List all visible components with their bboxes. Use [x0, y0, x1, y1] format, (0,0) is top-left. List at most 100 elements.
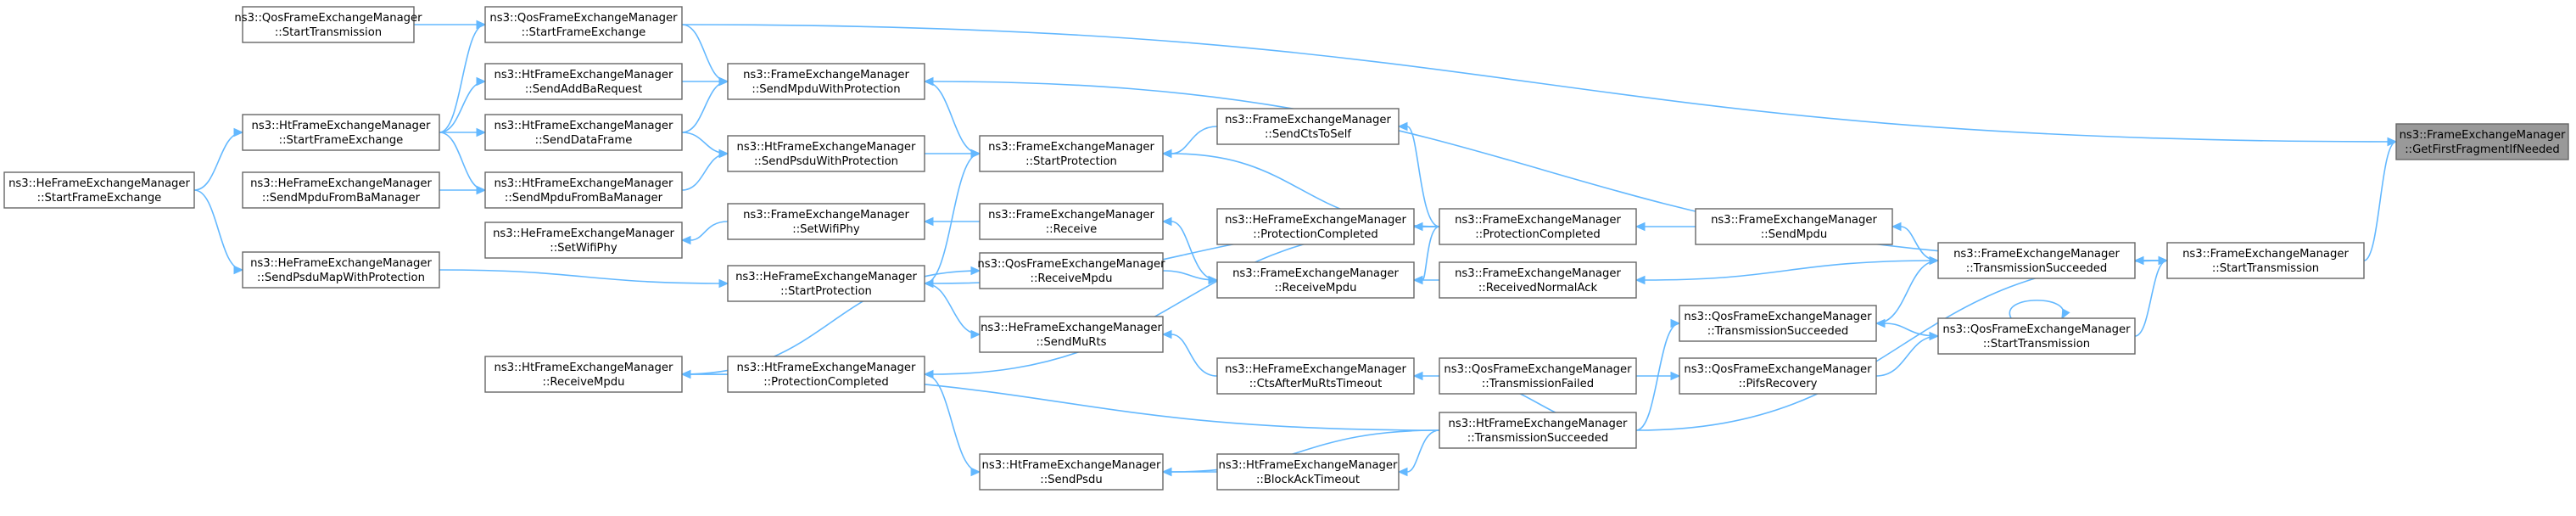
- edge-arrowhead: [970, 467, 981, 477]
- edge-line: [1406, 126, 1440, 227]
- node-frame-exchange-manager--receive[interactable]: ns3::FrameExchangeManager::Receive: [979, 203, 1164, 240]
- node-method-label: ::SendMpduFromBaManager: [505, 192, 663, 205]
- node-qos-frame-exchange-manager--start-transmission[interactable]: ns3::QosFrameExchangeManager::StartTrans…: [1937, 317, 2136, 355]
- node-he-frame-exchange-manager--send-mpdu-from-ba-manager[interactable]: ns3::HeFrameExchangeManager::SendMpduFro…: [242, 171, 440, 209]
- edge-line: [439, 81, 486, 133]
- node-ht-frame-exchange-manager--transmission-succeeded[interactable]: ns3::HtFrameExchangeManager::Transmissio…: [1439, 412, 1637, 449]
- node-box: [242, 6, 415, 43]
- edge-n33-to-n28: [1875, 331, 1940, 377]
- edge-arrowhead: [2387, 137, 2398, 147]
- node-ht-frame-exchange-manager--send-psdu[interactable]: ns3::HtFrameExchangeManager::SendPsdu: [979, 453, 1164, 491]
- node-frame-exchange-manager--received-normal-ack[interactable]: ns3::FrameExchangeManager::ReceivedNorma…: [1439, 261, 1637, 299]
- node-he-frame-exchange-manager--set-wifi-phy[interactable]: ns3::HeFrameExchangeManager::SetWifiPhy: [484, 222, 683, 259]
- node-ht-frame-exchange-manager--send-mpdu-from-ba-manager[interactable]: ns3::HtFrameExchangeManager::SendMpduFro…: [484, 171, 683, 209]
- node-class-label: ns3::HeFrameExchangeManager: [8, 177, 190, 190]
- node-box: [242, 251, 440, 289]
- node-frame-exchange-manager--get-first-fragment-if-needed[interactable]: ns3::FrameExchangeManager::GetFirstFragm…: [2395, 123, 2569, 160]
- node-class-label: ns3::HeFrameExchangeManager: [981, 322, 1162, 334]
- edge-n6-to-n4: [681, 76, 729, 133]
- node-qos-frame-exchange-manager--start-frame-exchange[interactable]: ns3::QosFrameExchangeManager::StartFrame…: [484, 6, 683, 43]
- edge-line: [193, 132, 243, 191]
- node-method-label: ::TransmissionSucceeded: [1966, 262, 2107, 275]
- node-class-label: ns3::QosFrameExchangeManager: [1684, 363, 1872, 376]
- node-he-frame-exchange-manager--send-mu-rts[interactable]: ns3::HeFrameExchangeManager::SendMuRts: [979, 316, 1164, 353]
- edge-line: [439, 24, 486, 133]
- node-class-label: ns3::FrameExchangeManager: [1225, 114, 1391, 126]
- node-box: [1439, 357, 1637, 395]
- node-qos-frame-exchange-manager--pifs-recovery[interactable]: ns3::QosFrameExchangeManager::PifsRecove…: [1679, 357, 1877, 395]
- node-method-label: ::TransmissionSucceeded: [1707, 325, 1848, 338]
- edge-n32-to-n31: [1412, 371, 1439, 381]
- node-box: [979, 252, 1164, 289]
- edge-n2-to-n4: [681, 24, 729, 87]
- node-method-label: ::ReceiveMpdu: [1031, 272, 1113, 285]
- node-he-frame-exchange-manager--start-frame-exchange[interactable]: ns3::HeFrameExchangeManager::StartFrameE…: [3, 171, 195, 209]
- node-box: [1216, 261, 1415, 299]
- node-method-label: ::ReceiveMpdu: [543, 376, 625, 389]
- node-class-label: ns3::FrameExchangeManager: [2182, 248, 2349, 261]
- edge-arrowhead: [1208, 275, 1219, 285]
- node-class-label: ns3::HtFrameExchangeManager: [1219, 459, 1398, 472]
- node-class-label: ns3::HtFrameExchangeManager: [495, 120, 673, 132]
- node-frame-exchange-manager--set-wifi-phy[interactable]: ns3::FrameExchangeManager::SetWifiPhy: [727, 203, 925, 240]
- node-qos-frame-exchange-manager--start-transmission[interactable]: ns3::QosFrameExchangeManager::StartTrans…: [234, 6, 422, 43]
- edge-n23-to-n22: [1412, 275, 1439, 285]
- node-frame-exchange-manager--send-mpdu-with-protection[interactable]: ns3::FrameExchangeManager::SendMpduWithP…: [727, 63, 925, 100]
- node-box: [484, 222, 683, 259]
- node-he-frame-exchange-manager--start-protection[interactable]: ns3::HeFrameExchangeManager::StartProtec…: [727, 265, 925, 302]
- node-frame-exchange-manager--protection-completed[interactable]: ns3::FrameExchangeManager::ProtectionCom…: [1439, 208, 1637, 245]
- node-class-label: ns3::HtFrameExchangeManager: [737, 362, 916, 374]
- node-ht-frame-exchange-manager--start-frame-exchange[interactable]: ns3::HtFrameExchangeManager::StartFrameE…: [242, 114, 440, 151]
- node-qos-frame-exchange-manager--receive-mpdu[interactable]: ns3::QosFrameExchangeManager::ReceiveMpd…: [977, 252, 1165, 289]
- node-box: [3, 171, 195, 209]
- node-frame-exchange-manager--send-mpdu[interactable]: ns3::FrameExchangeManager::SendMpdu: [1695, 208, 1893, 245]
- node-box: [484, 6, 683, 43]
- node-class-label: ns3::HeFrameExchangeManager: [735, 271, 917, 283]
- node-method-label: ::ReceiveMpdu: [1275, 282, 1357, 294]
- node-qos-frame-exchange-manager--transmission-failed[interactable]: ns3::QosFrameExchangeManager::Transmissi…: [1439, 357, 1637, 395]
- node-class-label: ns3::HtFrameExchangeManager: [252, 120, 431, 132]
- edge-line: [924, 81, 981, 154]
- node-class-label: ns3::FrameExchangeManager: [988, 141, 1154, 154]
- node-frame-exchange-manager--transmission-succeeded[interactable]: ns3::FrameExchangeManager::TransmissionS…: [1937, 242, 2136, 279]
- edge-arrowhead: [1634, 275, 1646, 285]
- node-box: [1216, 357, 1415, 395]
- node-ht-frame-exchange-manager--block-ack-timeout[interactable]: ns3::HtFrameExchangeManager::BlockAckTim…: [1216, 453, 1400, 491]
- node-qos-frame-exchange-manager--transmission-succeeded[interactable]: ns3::QosFrameExchangeManager::Transmissi…: [1679, 305, 1877, 342]
- node-box: [1937, 242, 2136, 279]
- edge-n34-to-n27: [1635, 318, 1681, 431]
- node-method-label: ::StartTransmission: [275, 26, 382, 39]
- edge-n15-to-n14: [923, 216, 980, 227]
- node-frame-exchange-manager--start-transmission[interactable]: ns3::FrameExchangeManager::StartTransmis…: [2166, 242, 2365, 279]
- edge-arrowhead: [1161, 467, 1172, 477]
- edge-line: [932, 81, 2168, 261]
- edge-n17-to-n30: [923, 226, 1440, 379]
- node-ht-frame-exchange-manager--protection-completed[interactable]: ns3::HtFrameExchangeManager::ProtectionC…: [727, 356, 925, 393]
- node-frame-exchange-manager--send-cts-to-self[interactable]: ns3::FrameExchangeManager::SendCtsToSelf: [1216, 108, 1400, 145]
- node-frame-exchange-manager--receive-mpdu[interactable]: ns3::FrameExchangeManager::ReceiveMpdu: [1216, 261, 1415, 299]
- node-box: [727, 135, 925, 172]
- node-class-label: ns3::QosFrameExchangeManager: [977, 258, 1165, 271]
- edge-line: [1171, 334, 1218, 377]
- edge-arrowhead: [1670, 371, 1681, 381]
- node-class-label: ns3::HeFrameExchangeManager: [250, 257, 432, 270]
- node-method-label: ::BlockAckTimeout: [1256, 474, 1360, 486]
- edge-arrowhead: [233, 127, 244, 137]
- edge-arrowhead: [476, 185, 487, 195]
- edge-n31-to-n26: [1161, 329, 1218, 377]
- edge-n12-to-n11: [1161, 126, 1218, 159]
- node-method-label: ::TransmissionSucceeded: [1467, 432, 1608, 445]
- edge-line: [1875, 260, 1939, 324]
- edge-n21-to-n22: [1162, 270, 1219, 285]
- node-box: [979, 135, 1164, 172]
- node-he-frame-exchange-manager--send-psdu-map-with-protection[interactable]: ns3::HeFrameExchangeManager::SendPsduMap…: [242, 251, 440, 289]
- node-he-frame-exchange-manager--cts-after-mu-rts-timeout[interactable]: ns3::HeFrameExchangeManager::CtsAfterMuR…: [1216, 357, 1415, 395]
- node-he-frame-exchange-manager--protection-completed[interactable]: ns3::HeFrameExchangeManager::ProtectionC…: [1216, 208, 1415, 245]
- node-frame-exchange-manager--start-protection[interactable]: ns3::FrameExchangeManager::StartProtecti…: [979, 135, 1164, 172]
- node-ht-frame-exchange-manager--send-data-frame[interactable]: ns3::HtFrameExchangeManager::SendDataFra…: [484, 114, 683, 151]
- edge-n18-to-n17: [1634, 222, 1696, 232]
- edge-line: [1406, 429, 1440, 473]
- node-ht-frame-exchange-manager--send-psdu-with-protection[interactable]: ns3::HtFrameExchangeManager::SendPsduWit…: [727, 135, 925, 172]
- node-ht-frame-exchange-manager--send-add-ba-request[interactable]: ns3::HtFrameExchangeManager::SendAddBaRe…: [484, 63, 683, 100]
- node-ht-frame-exchange-manager--receive-mpdu[interactable]: ns3::HtFrameExchangeManager::ReceiveMpdu: [484, 356, 683, 393]
